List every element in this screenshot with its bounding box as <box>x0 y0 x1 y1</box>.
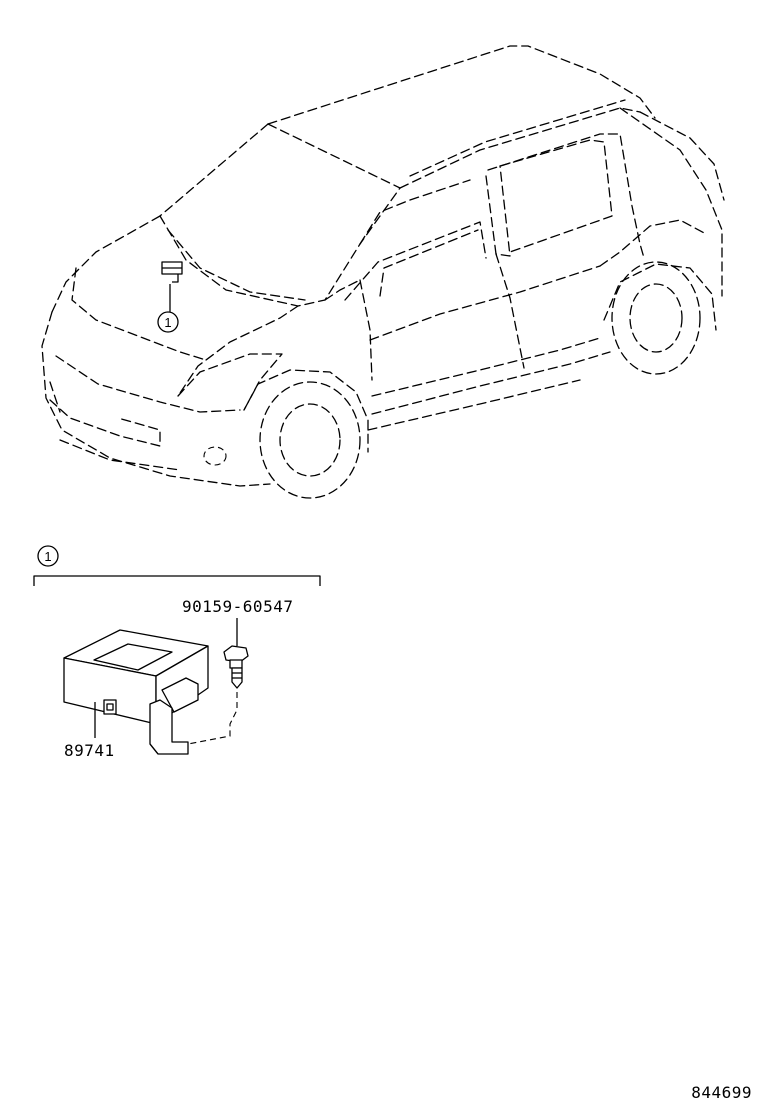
vehicle-outline <box>41 45 725 499</box>
label-bolt-part-number[interactable]: 90159-60547 <box>182 597 293 616</box>
label-module-part-number[interactable]: 89741 <box>64 741 115 760</box>
callout-group-number: 1 <box>44 549 51 564</box>
bolt-90159-60547[interactable] <box>223 645 249 689</box>
callout-vehicle[interactable]: 1 <box>157 311 179 333</box>
module-location-marker <box>161 261 183 312</box>
assembly-line <box>187 692 238 745</box>
callout-group-header[interactable]: 1 <box>33 545 321 586</box>
callout-vehicle-number: 1 <box>164 315 171 330</box>
diagram-id: 844699 <box>691 1083 752 1102</box>
module-89741[interactable] <box>63 629 209 755</box>
